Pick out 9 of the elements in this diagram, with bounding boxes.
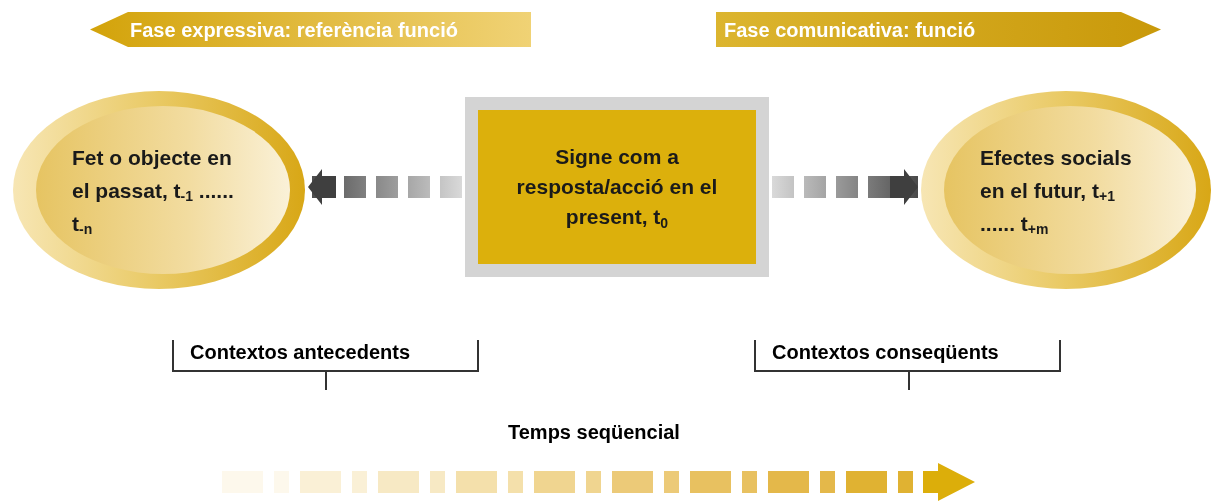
node-text: Fet o objecte en el passat, t$_{-1}$ ...... t$_{-n}$ — [72, 144, 235, 239]
phase-banner: Fase comunicativa: funció — [716, 12, 1161, 47]
ellipse-node — [12, 90, 306, 290]
node-text: Efectes socials en el futur, t$_{+1}$ ...... t$_{+m}$ — [980, 144, 1133, 239]
node-text: Signe com a resposta/acció en el present, t$_{0}$ — [515, 144, 719, 232]
phase-banner: Fase expressiva: referència funció — [90, 12, 531, 47]
center-box — [465, 97, 769, 277]
ellipse-node — [920, 90, 1212, 290]
axis-title: Temps seqüencial — [508, 420, 680, 445]
